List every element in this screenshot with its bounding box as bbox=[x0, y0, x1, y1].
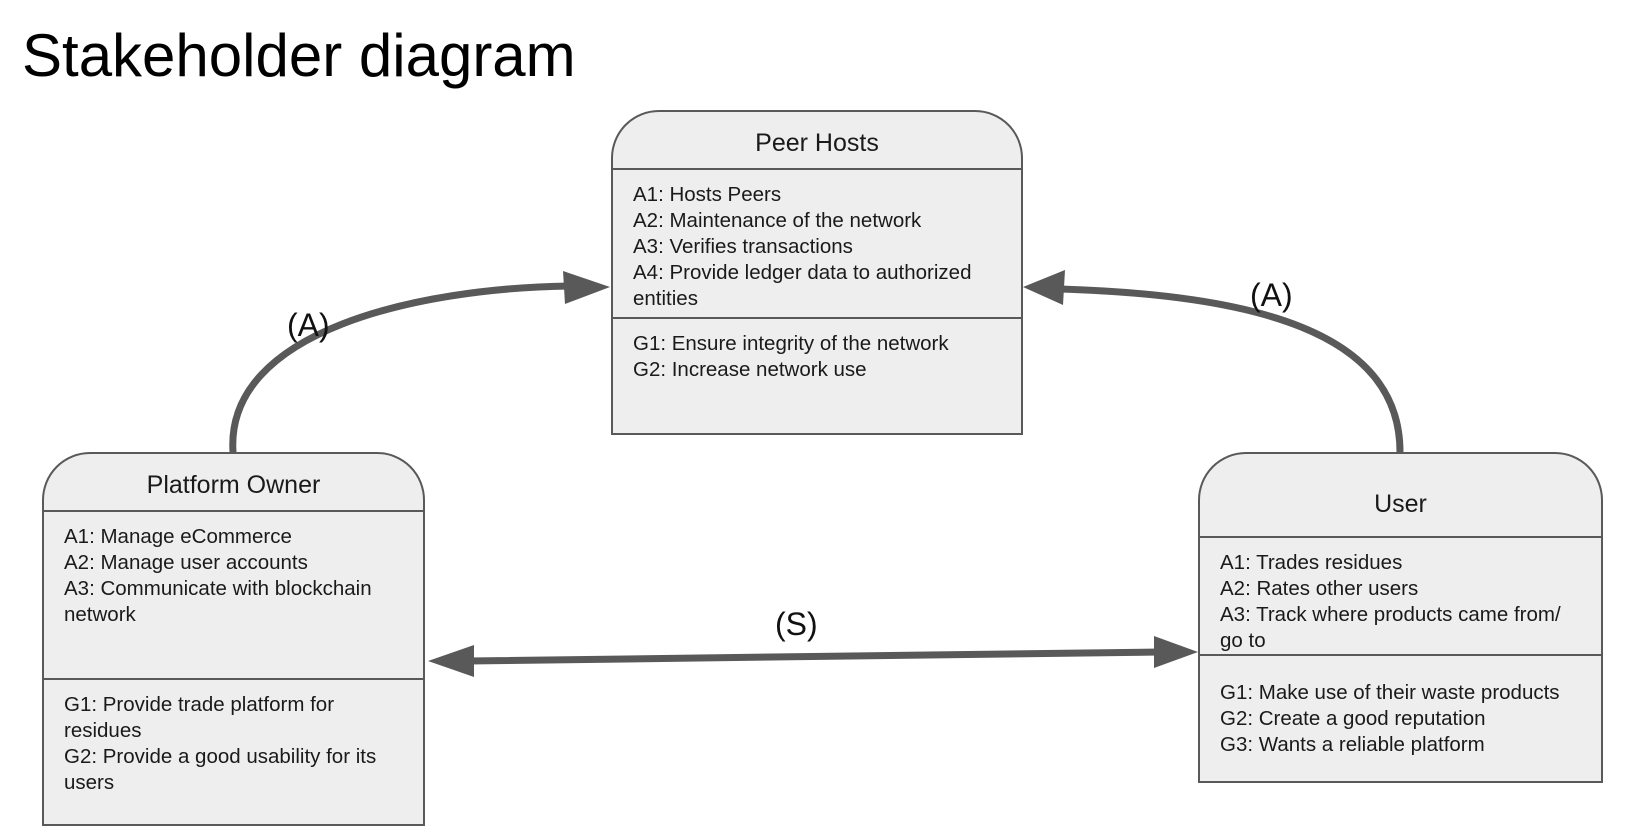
action-item: A2: Manage user accounts bbox=[64, 551, 308, 574]
edge-label-owner-to-hosts: (A) bbox=[287, 307, 330, 343]
owner-to-hosts-arrowhead bbox=[563, 271, 610, 304]
owner-to-hosts-arrow bbox=[229, 282, 574, 456]
action-item: network bbox=[64, 603, 136, 626]
goal-item: G1: Ensure integrity of the network bbox=[633, 332, 949, 355]
stakeholder-user: User A1: Trades residues A2: Rates other… bbox=[1198, 452, 1603, 783]
action-item: A4: Provide ledger data to authorized bbox=[633, 261, 972, 284]
action-item: A3: Verifies transactions bbox=[633, 235, 853, 258]
stakeholder-platform-owner: Platform Owner A1: Manage eCommerce A2: … bbox=[42, 452, 425, 826]
action-item: A3: Track where products came from/ bbox=[1220, 603, 1561, 626]
goals-section: G1: Ensure integrity of the network G2: … bbox=[613, 317, 1021, 383]
actions-section: A1: Hosts Peers A2: Maintenance of the n… bbox=[613, 170, 1021, 317]
actions-section: A1: Trades residues A2: Rates other user… bbox=[1200, 538, 1601, 654]
action-item: A2: Maintenance of the network bbox=[633, 209, 922, 232]
edge-label-user-to-hosts: (A) bbox=[1250, 277, 1293, 313]
action-item: A3: Communicate with blockchain bbox=[64, 577, 372, 600]
user-to-hosts-arrowhead bbox=[1023, 270, 1065, 305]
goals-section: G1: Make use of their waste products G2:… bbox=[1200, 654, 1601, 758]
action-item: entities bbox=[633, 287, 698, 310]
stakeholder-name: User bbox=[1200, 454, 1601, 538]
goal-item: G3: Wants a reliable platform bbox=[1220, 733, 1485, 756]
goal-item: users bbox=[64, 771, 115, 794]
owner-user-arrowhead-right bbox=[1154, 636, 1198, 668]
action-item: A1: Manage eCommerce bbox=[64, 525, 292, 548]
action-item: go to bbox=[1220, 629, 1266, 652]
actions-section: A1: Manage eCommerce A2: Manage user acc… bbox=[44, 512, 423, 678]
action-item: A1: Trades residues bbox=[1220, 551, 1403, 574]
goal-item: G1: Provide trade platform for bbox=[64, 693, 335, 716]
user-to-hosts-arrow bbox=[1056, 285, 1404, 456]
stakeholder-name: Peer Hosts bbox=[613, 112, 1021, 170]
stakeholder-peer-hosts: Peer Hosts A1: Hosts Peers A2: Maintenan… bbox=[611, 110, 1023, 435]
action-item: A1: Hosts Peers bbox=[633, 183, 782, 206]
goal-item: G1: Make use of their waste products bbox=[1220, 681, 1560, 704]
goal-item: G2: Increase network use bbox=[633, 358, 867, 381]
goal-item: G2: Create a good reputation bbox=[1220, 707, 1486, 730]
action-item: A2: Rates other users bbox=[1220, 577, 1419, 600]
owner-user-arrowhead-left bbox=[428, 645, 474, 677]
goals-section: G1: Provide trade platform for residues … bbox=[44, 678, 423, 796]
edge-label-owner-user: (S) bbox=[775, 606, 818, 642]
goal-item: residues bbox=[64, 719, 142, 742]
goal-item: G2: Provide a good usability for its bbox=[64, 745, 377, 768]
stakeholder-name: Platform Owner bbox=[44, 454, 423, 512]
diagram-title: Stakeholder diagram bbox=[22, 22, 576, 89]
owner-user-arrow bbox=[464, 648, 1164, 665]
